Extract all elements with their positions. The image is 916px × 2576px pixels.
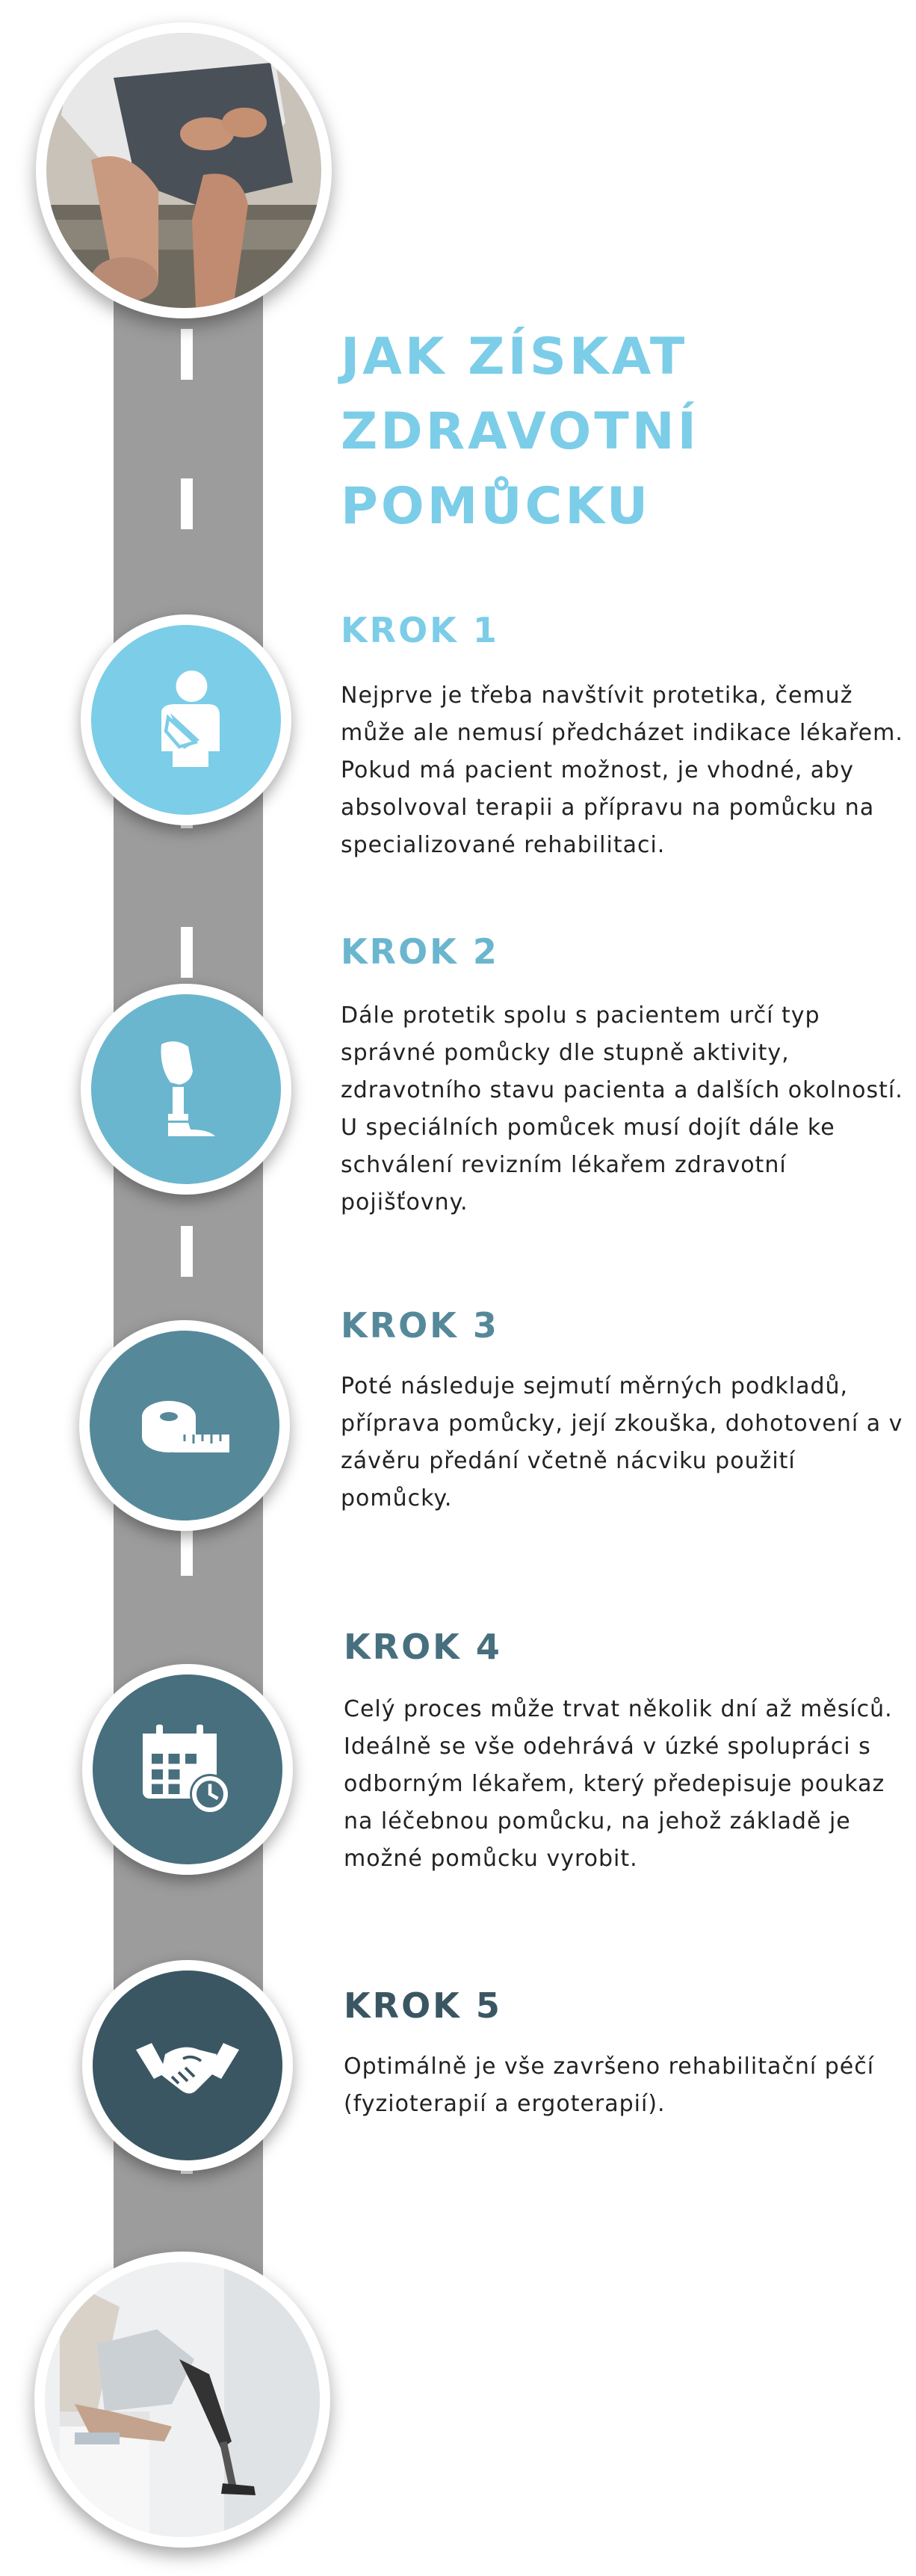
step-5-text: Optimálně je vše završeno rehabilitační … [344, 2053, 875, 2117]
leg-prosthesis-icon [161, 1041, 215, 1136]
title-line: JAK ZÍSKAT [341, 327, 688, 386]
step-5-heading: KROK 5 [344, 1985, 502, 2026]
handshake-icon [136, 2043, 239, 2094]
step-1-text: Nejprve je třeba navštívit protetika, če… [341, 682, 903, 858]
step-4-text: Celý proces může trvat několik dní až mě… [344, 1696, 893, 1872]
step-3-text: Poté následuje sejmutí měrných podkladů,… [341, 1373, 903, 1512]
step-2-heading: KROK 2 [341, 931, 499, 972]
step-5-badge [82, 1960, 293, 2171]
patient-with-arm-sling-icon [161, 671, 220, 767]
step-5-disc [93, 1970, 282, 2160]
step-3-heading: KROK 3 [341, 1305, 499, 1346]
step-3-badge [79, 1320, 290, 1531]
step-3-disc [90, 1331, 279, 1520]
step-4-heading: KROK 4 [344, 1627, 502, 1667]
step-4-disc [93, 1674, 282, 1864]
person-sitting-with-phone-photo [46, 33, 321, 308]
step-1-badge [81, 614, 291, 825]
step-2-badge [81, 984, 291, 1195]
step-2-text: Dále protetik spolu s pacientem určí typ… [341, 1002, 903, 1215]
step-1-heading: KROK 1 [341, 610, 499, 650]
bottom-photo-frame [34, 2252, 330, 2548]
step-2-disc [91, 994, 281, 1184]
title-line: ZDRAVOTNÍ [341, 402, 699, 461]
step-4-badge [82, 1664, 293, 1875]
page-title: JAK ZÍSKAT ZDRAVOTNÍ POMŮCKU [341, 320, 864, 544]
calendar-clock-icon [143, 1725, 230, 1814]
measuring-tape-icon [142, 1401, 229, 1452]
top-photo-frame [36, 22, 332, 318]
title-line: POMŮCKU [341, 477, 652, 536]
person-with-leg-prosthesis-photo [45, 2262, 320, 2537]
step-1-disc [91, 625, 281, 815]
